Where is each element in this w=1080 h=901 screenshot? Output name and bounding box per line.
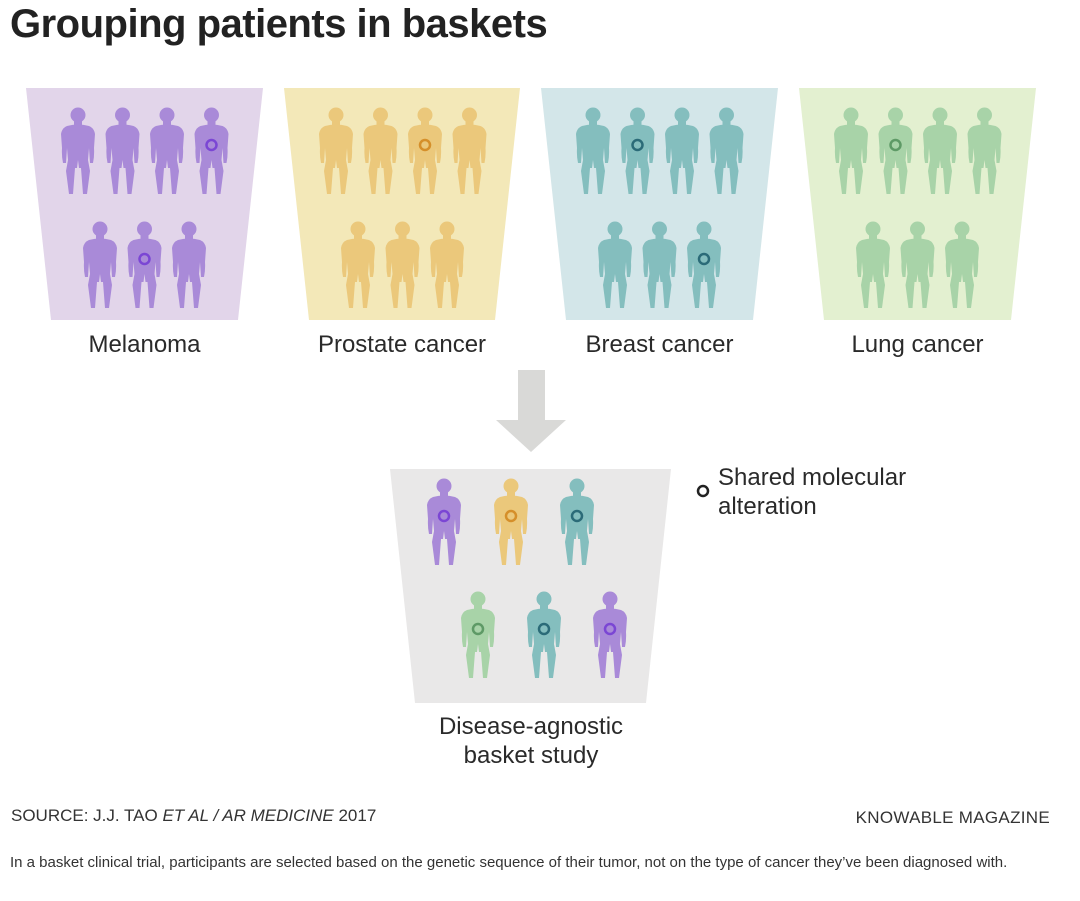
basket-study: Disease-agnostic basket study [390, 469, 671, 769]
basket-label: Prostate cancer [318, 331, 486, 358]
person-silhouette-icon [408, 107, 442, 194]
study-label-line1: Disease-agnostic [439, 713, 623, 740]
publisher-brand: KNOWABLE MAGAZINE [855, 808, 1050, 827]
person-silhouette-icon [687, 221, 721, 308]
figures-top-row [319, 107, 487, 194]
figures-bottom-row [598, 221, 721, 308]
person-silhouette-icon [194, 107, 229, 194]
ring-marker-icon [697, 252, 711, 266]
legend-label-line1: Shared molecular [718, 464, 906, 491]
basket-label: Lung cancer [851, 331, 983, 358]
basket-melanoma: Melanoma [26, 88, 263, 358]
ring-marker-icon [570, 509, 584, 523]
legend: Shared molecular alteration [696, 464, 906, 520]
page-title: Grouping patients in baskets [10, 2, 548, 46]
basket-label: Breast cancer [585, 331, 733, 358]
basket-diagram: Melanoma Prostate cancer Breast cancer L… [26, 88, 1036, 769]
figures-top-row [834, 107, 1002, 194]
figures-top-row [61, 107, 229, 194]
ring-marker-icon [696, 484, 710, 498]
basket-breast-cancer: Breast cancer [541, 88, 778, 358]
ring-marker-icon [418, 138, 432, 152]
basket-shape [799, 88, 1036, 320]
person-silhouette-icon [593, 591, 627, 678]
basket-prostate-cancer: Prostate cancer [284, 88, 520, 358]
ring-marker-icon [205, 138, 218, 152]
person-silhouette-icon [461, 591, 495, 678]
person-silhouette-icon [878, 107, 913, 194]
legend-label-line2: alteration [718, 493, 817, 520]
ring-marker-icon [889, 138, 902, 152]
person-silhouette-icon [127, 221, 162, 308]
person-silhouette-icon [427, 478, 461, 565]
figures-bottom-row [83, 221, 206, 308]
source-credit: SOURCE: J.J. TAO ET AL / AR MEDICINE 201… [11, 806, 376, 826]
ring-marker-icon [437, 509, 451, 523]
study-figures [427, 478, 627, 678]
figure-caption: In a basket clinical trial, participants… [10, 854, 1008, 871]
ring-marker-icon [504, 509, 518, 523]
ring-marker-icon [631, 138, 644, 152]
study-label-line2: basket study [464, 742, 599, 769]
source-prefix: SOURCE: J.J. TAO [11, 806, 163, 825]
basket-lung-cancer: Lung cancer [799, 88, 1036, 358]
basket-label: Melanoma [88, 331, 201, 358]
basket-shape [541, 88, 778, 320]
ring-marker-icon [603, 622, 617, 636]
down-arrow-icon [496, 370, 566, 452]
source-italic: ET AL / AR MEDICINE [162, 806, 334, 825]
ring-marker-icon [138, 252, 151, 266]
person-silhouette-icon [494, 478, 528, 565]
ring-marker-icon [471, 622, 485, 636]
figures-top-row [576, 107, 744, 194]
ring-marker-icon [537, 622, 551, 636]
basket-shape [284, 88, 520, 320]
person-silhouette-icon [560, 478, 594, 565]
source-suffix: 2017 [333, 806, 377, 825]
person-silhouette-icon [620, 107, 655, 194]
basket-shape [26, 88, 263, 320]
person-silhouette-icon [527, 591, 561, 678]
